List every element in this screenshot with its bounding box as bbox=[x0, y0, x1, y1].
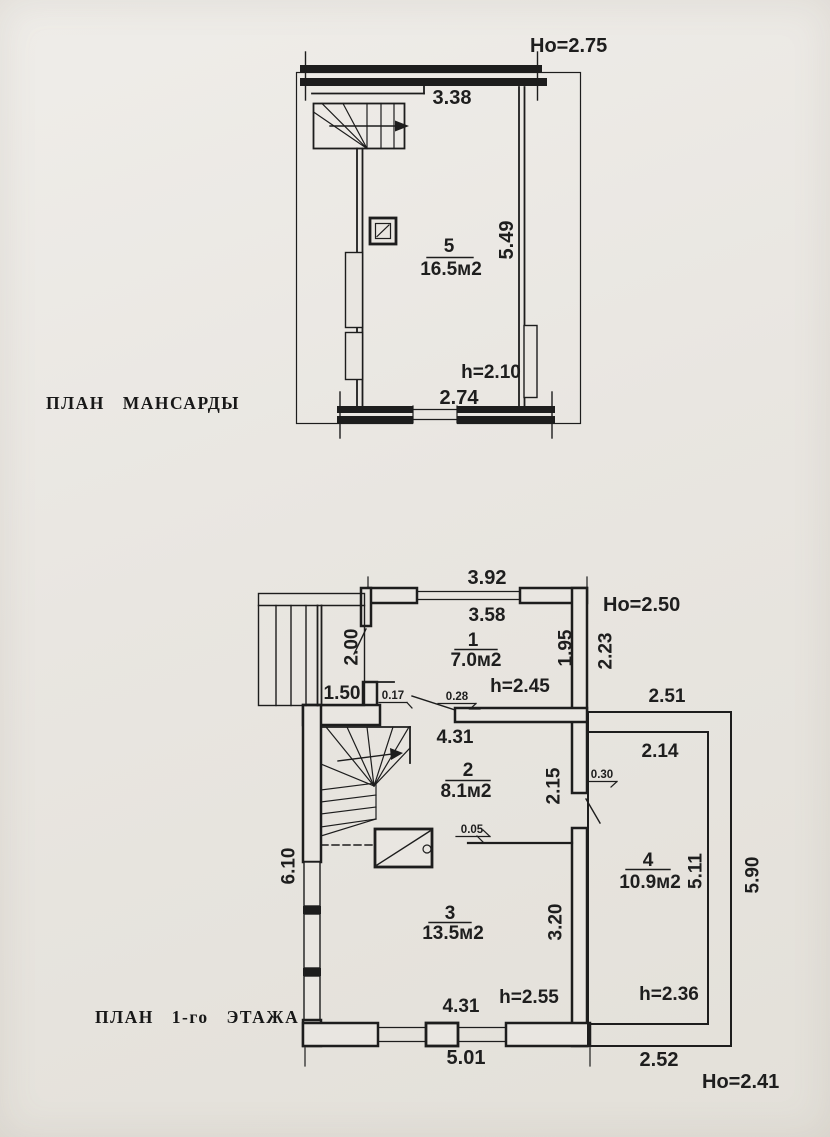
room3-area: 13.5м2 bbox=[422, 923, 484, 944]
dim-veranda-right-inner: 5.11 bbox=[686, 853, 707, 889]
dim-left-side: 6.10 bbox=[279, 848, 300, 885]
floor1-left-wall bbox=[301, 703, 323, 1048]
floor1-top-wall bbox=[366, 576, 589, 605]
stair-direction-arrow bbox=[337, 753, 393, 762]
dim-hall-door: 0.28 bbox=[446, 691, 469, 703]
partition-line bbox=[466, 835, 574, 845]
dim-veranda-top-outer: 2.51 bbox=[649, 686, 686, 707]
dim-room2-width: 4.31 bbox=[437, 727, 474, 748]
dim-entry-width: 1.50 bbox=[324, 683, 361, 704]
window-pier bbox=[424, 1021, 460, 1048]
attic-stairs bbox=[311, 85, 425, 150]
room3-number: 3 bbox=[445, 903, 456, 924]
dim-entry-depth: 2.00 bbox=[342, 629, 363, 666]
dim-room2-right: 2.15 bbox=[544, 767, 565, 804]
attic-room-number: 5 bbox=[444, 236, 455, 257]
dim-partition: 0.05 bbox=[461, 824, 484, 836]
room4-area: 10.9м2 bbox=[619, 872, 681, 893]
floor1-porch-steps bbox=[257, 592, 366, 707]
room1-height: h=2.45 bbox=[490, 676, 550, 697]
dim-veranda-door: 0.30 bbox=[591, 769, 613, 781]
floor1-height-note-top: Но=2.50 bbox=[603, 594, 680, 616]
attic-top-wall bbox=[300, 51, 547, 101]
dim-veranda-top-inner: 2.14 bbox=[642, 741, 679, 762]
hall-door-leaf bbox=[411, 695, 456, 711]
dim-veranda-right-outer: 5.90 bbox=[743, 857, 764, 894]
attic-height-note: Но=2.75 bbox=[530, 35, 607, 57]
dim-top-inner: 3.58 bbox=[469, 605, 506, 626]
dim-veranda-bottom: 2.52 bbox=[640, 1049, 679, 1071]
attic-right-wall bbox=[518, 86, 538, 413]
attic-window-niche bbox=[344, 251, 364, 329]
dim-room3-right: 3.20 bbox=[546, 904, 567, 941]
dim-attic-bottom-window: 2.74 bbox=[440, 387, 480, 409]
dim-hall-right-inner: 1.95 bbox=[556, 629, 577, 666]
floor1-plan-title: ПЛАН 1-го ЭТАЖА bbox=[95, 1007, 299, 1027]
room4-number: 4 bbox=[643, 850, 654, 871]
attic-left-wall bbox=[344, 147, 364, 413]
room1-number: 1 bbox=[468, 630, 479, 651]
small-dim-underlines bbox=[378, 701, 618, 838]
left-window bbox=[303, 913, 321, 969]
room2-number: 2 bbox=[463, 760, 474, 781]
dim-wall-stub: 0.17 bbox=[382, 690, 404, 702]
left-window bbox=[303, 975, 321, 1021]
dim-attic-right-depth: 5.49 bbox=[496, 221, 518, 260]
attic-roof-outline bbox=[295, 71, 582, 425]
floor1-stairs bbox=[320, 726, 411, 837]
attic-window-niche bbox=[523, 324, 538, 399]
dim-attic-top-width: 3.38 bbox=[433, 87, 472, 109]
attic-plan-title: ПЛАН МАНСАРДЫ bbox=[46, 393, 240, 413]
attic-room-area: 16.5м2 bbox=[420, 259, 482, 280]
dim-room3-width: 4.31 bbox=[443, 996, 480, 1017]
attic-window-niche bbox=[344, 331, 364, 381]
left-window bbox=[303, 861, 321, 907]
attic-room-height: h=2.10 bbox=[461, 362, 521, 383]
attic-plan: Но=2.75 3.38 5 16.5м2 5.49 h=2.10 2.74 П… bbox=[46, 35, 607, 439]
dim-bottom-left: 5.01 bbox=[447, 1047, 486, 1069]
attic-bottom-wall bbox=[337, 391, 555, 439]
dim-hall-right-outer: 2.23 bbox=[596, 633, 617, 670]
floor1-boiler bbox=[320, 827, 434, 869]
floor1-height-note-bottom: Но=2.41 bbox=[702, 1071, 779, 1093]
attic-chimney-symbol bbox=[368, 216, 398, 246]
floor1-hall-divider-wall bbox=[411, 695, 589, 724]
room1-area: 7.0м2 bbox=[450, 650, 501, 671]
floor1-bottom-wall bbox=[301, 1021, 592, 1067]
room2-area: 8.1м2 bbox=[440, 781, 491, 802]
floor1-right-wall bbox=[570, 586, 601, 1048]
first-floor-plan: 3.92 Но=2.50 3.58 1 7.0м2 h=2.45 1.95 2.… bbox=[95, 567, 779, 1093]
veranda-walls bbox=[587, 711, 732, 1047]
room4-height: h=2.36 bbox=[639, 984, 699, 1005]
room3-height: h=2.55 bbox=[499, 987, 559, 1008]
dim-top-outer: 3.92 bbox=[468, 567, 507, 589]
